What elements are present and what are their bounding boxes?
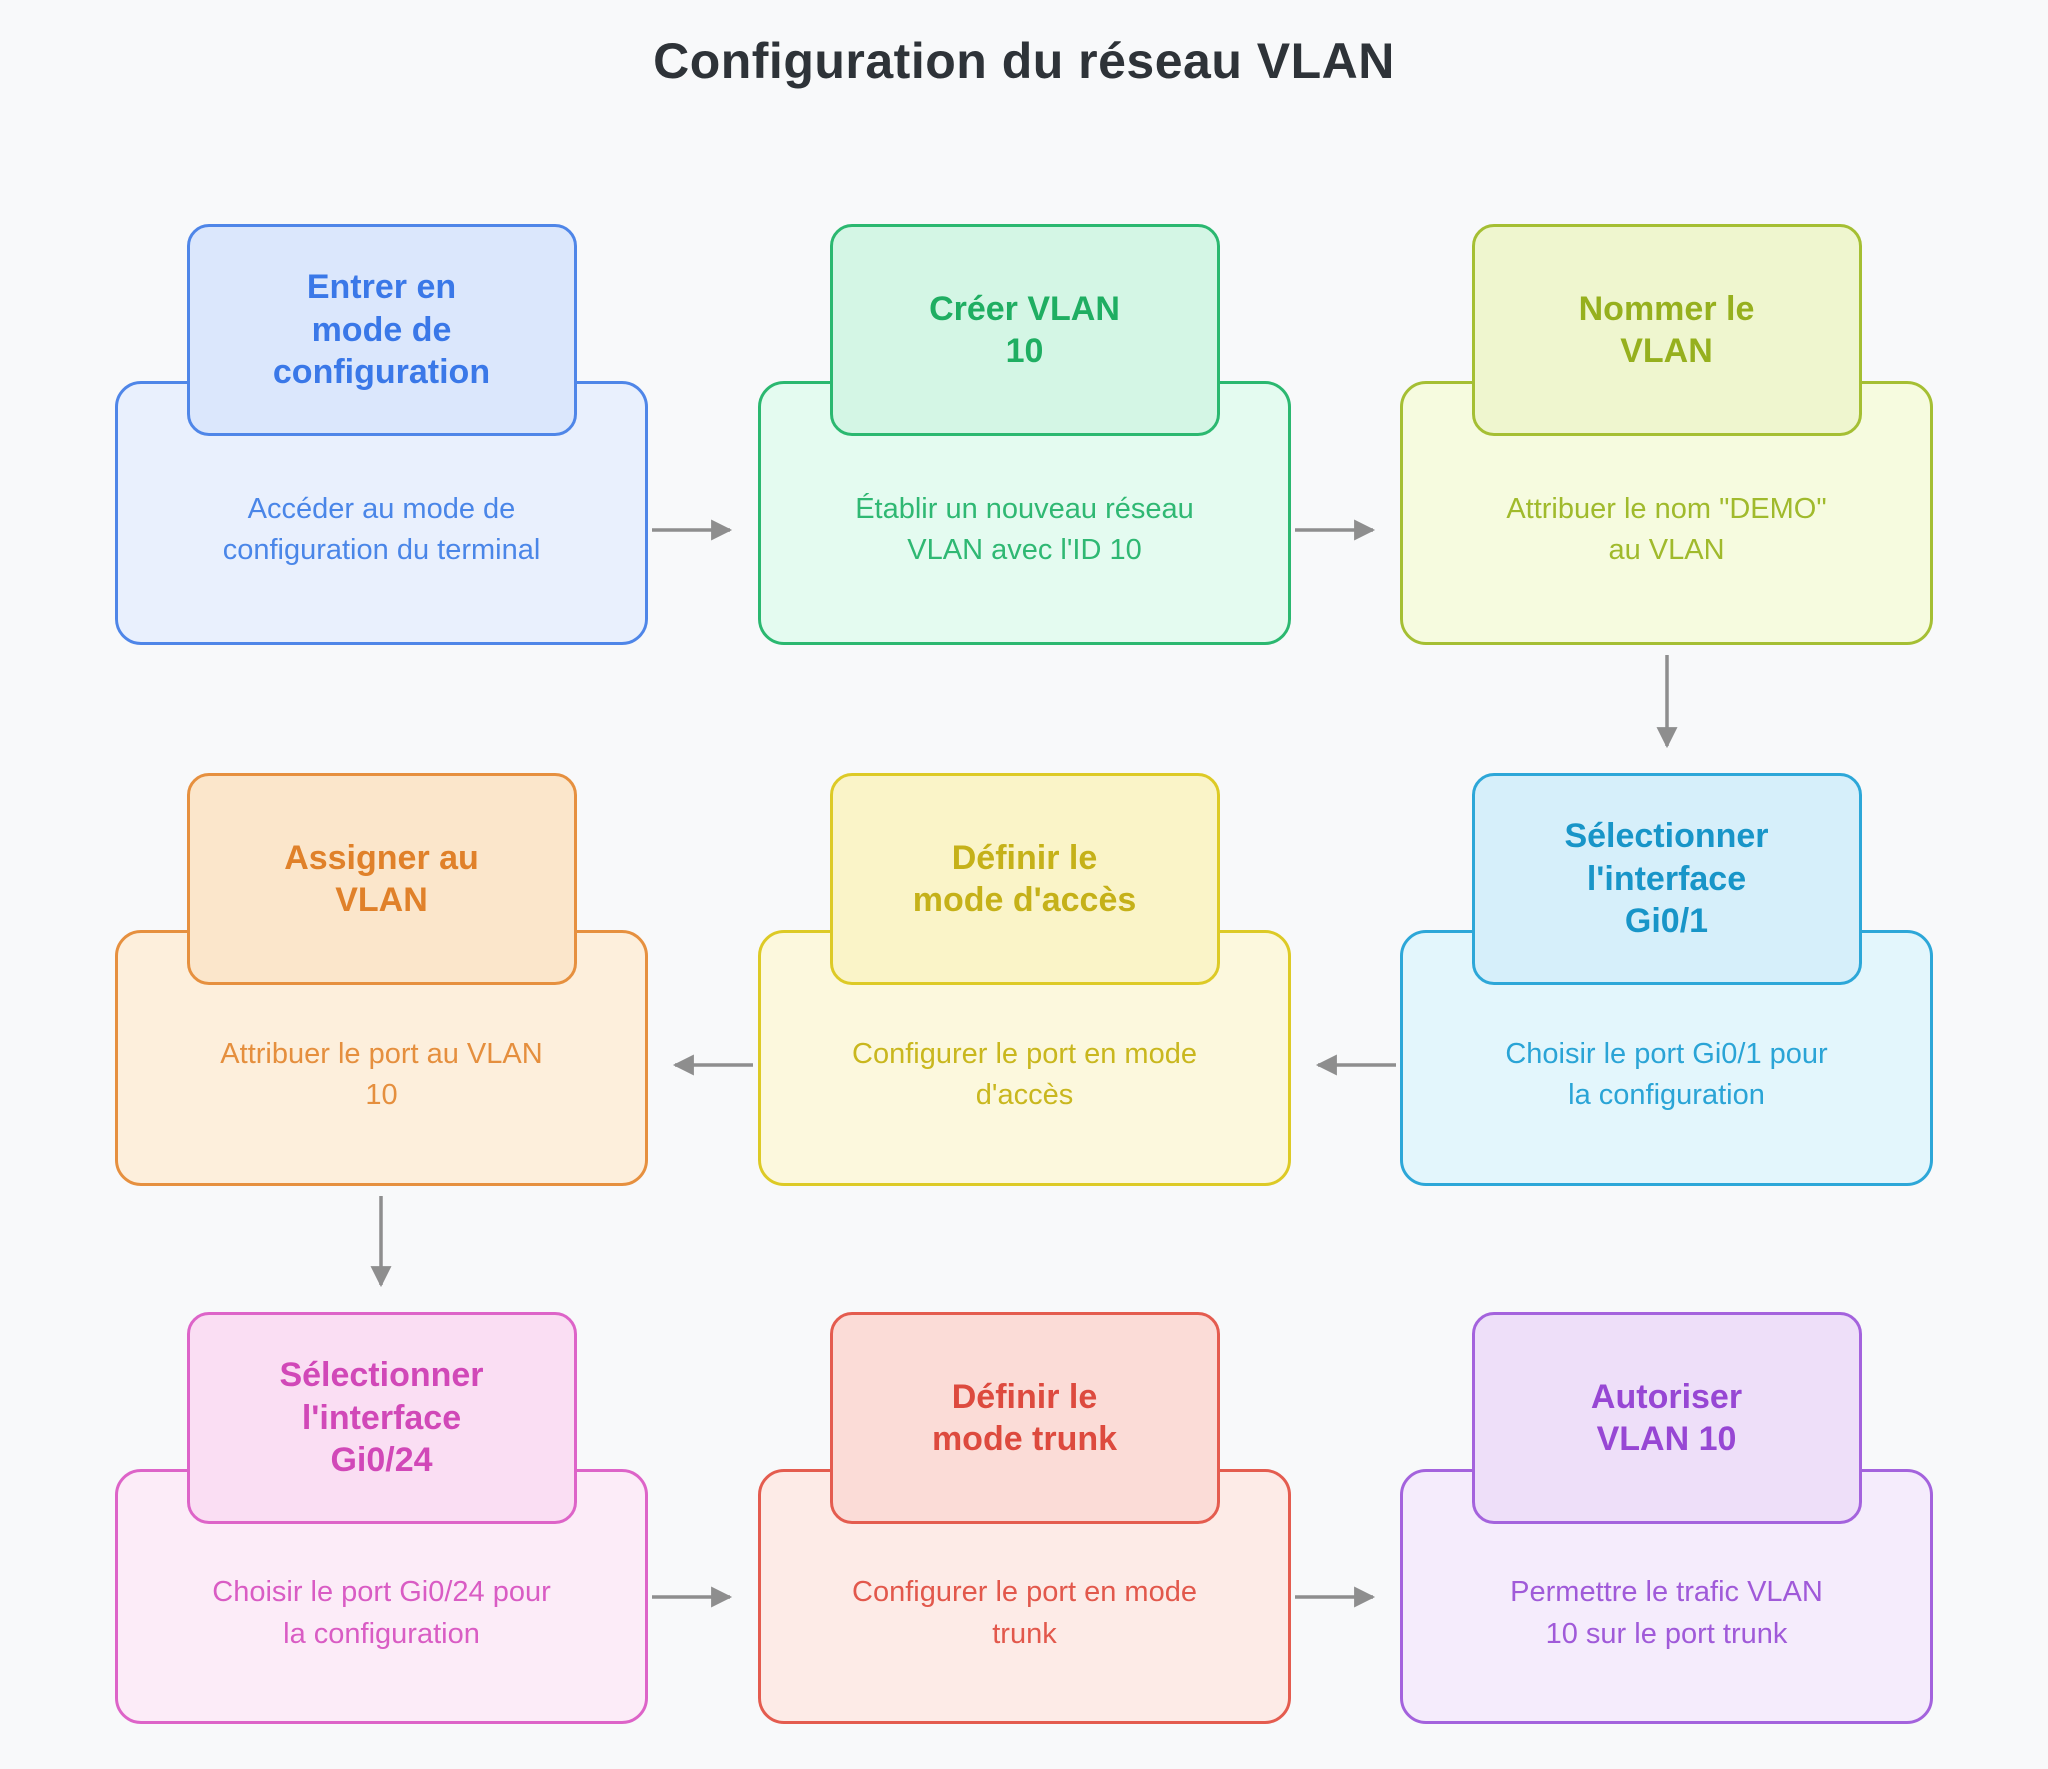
step-description: Attribuer le nom "DEMO" au VLAN	[1506, 492, 1827, 566]
step-header: Autoriser VLAN 10	[1471, 1312, 1862, 1524]
step-description: Choisir le port Gi0/1 pour la configurat…	[1505, 1037, 1828, 1111]
step-title: Nommer le VLAN	[1578, 289, 1755, 371]
step-description: Attribuer le port au VLAN 10	[220, 1037, 543, 1111]
flow-step-8: Configurer le port en mode trunk Définir…	[758, 1312, 1291, 1724]
page-title: Configuration du réseau VLAN	[653, 33, 1395, 89]
step-title: Entrer en mode de configuration	[272, 268, 491, 392]
step-description: Accéder au mode de configuration du term…	[222, 492, 541, 566]
step-header: Sélectionner l'interface Gi0/1	[1471, 773, 1862, 985]
step-header: Nommer le VLAN	[1471, 224, 1862, 436]
step-title: Définir le mode trunk	[931, 1377, 1118, 1459]
step-header: Sélectionner l'interface Gi0/24	[186, 1312, 577, 1524]
flow-step-9: Permettre le trafic VLAN 10 sur le port …	[1400, 1312, 1933, 1724]
flow-step-2: Établir un nouveau réseau VLAN avec l'ID…	[758, 224, 1291, 645]
flow-step-7: Choisir le port Gi0/24 pour la configura…	[115, 1312, 648, 1724]
step-header: Définir le mode d'accès	[829, 773, 1220, 985]
step-description: Établir un nouveau réseau VLAN avec l'ID…	[855, 492, 1194, 566]
step-header: Entrer en mode de configuration	[186, 224, 577, 436]
flow-step-1: Accéder au mode de configuration du term…	[115, 224, 648, 645]
step-header: Créer VLAN 10	[829, 224, 1220, 436]
step-title: Créer VLAN 10	[929, 289, 1120, 371]
step-description: Permettre le trafic VLAN 10 sur le port …	[1510, 1576, 1823, 1650]
step-title: Sélectionner l'interface Gi0/24	[279, 1356, 484, 1480]
step-title: Assigner au VLAN	[284, 838, 479, 920]
flow-step-3: Attribuer le nom "DEMO" au VLAN Nommer l…	[1400, 224, 1933, 645]
step-description: Configurer le port en mode d'accès	[852, 1037, 1197, 1111]
step-title: Définir le mode d'accès	[912, 838, 1137, 920]
step-header: Définir le mode trunk	[829, 1312, 1220, 1524]
step-title: Autoriser VLAN 10	[1590, 1377, 1743, 1459]
flow-step-5: Configurer le port en mode d'accès Défin…	[758, 773, 1291, 1186]
step-header: Assigner au VLAN	[186, 773, 577, 985]
step-description: Configurer le port en mode trunk	[852, 1576, 1197, 1650]
step-description: Choisir le port Gi0/24 pour la configura…	[212, 1576, 551, 1650]
flow-step-6: Attribuer le port au VLAN 10 Assigner au…	[115, 773, 648, 1186]
step-title: Sélectionner l'interface Gi0/1	[1564, 817, 1769, 941]
flow-step-4: Choisir le port Gi0/1 pour la configurat…	[1400, 773, 1933, 1186]
